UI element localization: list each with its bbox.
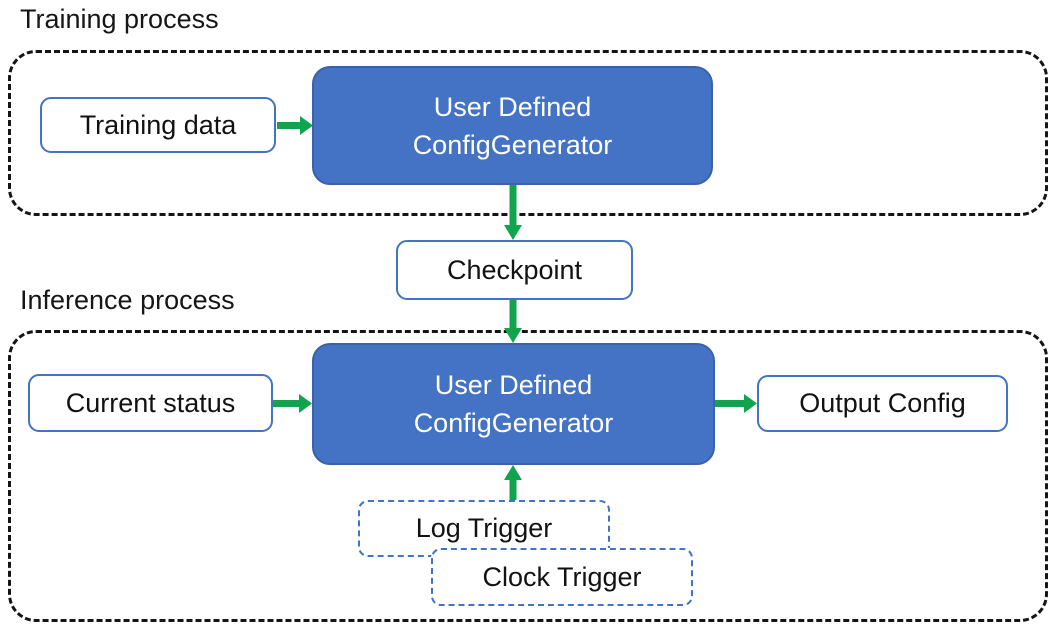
config-generator-training-label-line2: ConfigGenerator (412, 129, 613, 160)
config-generator-training-label-line1: User Defined (433, 91, 592, 122)
training-process-container (8, 50, 1048, 216)
config-generator-inference-node: User Defined ConfigGenerator (312, 343, 715, 465)
checkpoint-node: Checkpoint (396, 240, 633, 300)
arrow-triggers-to-generator (504, 465, 522, 500)
log-trigger-node: Log Trigger (358, 500, 610, 557)
output-config-node: Output Config (757, 375, 1008, 432)
config-generator-training-node: User Defined ConfigGenerator (312, 66, 713, 185)
arrow-training-data-to-generator (277, 116, 313, 135)
inference-process-title: Inference process (20, 285, 235, 315)
arrow-generator-to-output-config (714, 394, 757, 413)
arrow-checkpoint-to-generator (504, 299, 522, 343)
config-generator-inference-label-line2: ConfigGenerator (413, 408, 614, 438)
training-data-node: Training data (40, 97, 276, 153)
training-data-label: Training data (79, 109, 237, 140)
arrow-current-status-to-generator (272, 394, 312, 413)
inference-process-container (8, 330, 1048, 622)
current-status-label: Current status (65, 387, 236, 418)
config-generator-inference-label-line1: User Defined (434, 370, 593, 400)
checkpoint-label: Checkpoint (446, 254, 583, 285)
arrow-generator-to-checkpoint (504, 184, 522, 240)
clock-trigger-label: Clock Trigger (482, 561, 642, 592)
clock-trigger-node: Clock Trigger (431, 548, 693, 606)
output-config-label: Output Config (799, 388, 966, 418)
current-status-node: Current status (28, 374, 273, 432)
log-trigger-label: Log Trigger (415, 513, 553, 543)
training-process-title: Training process (20, 4, 219, 34)
